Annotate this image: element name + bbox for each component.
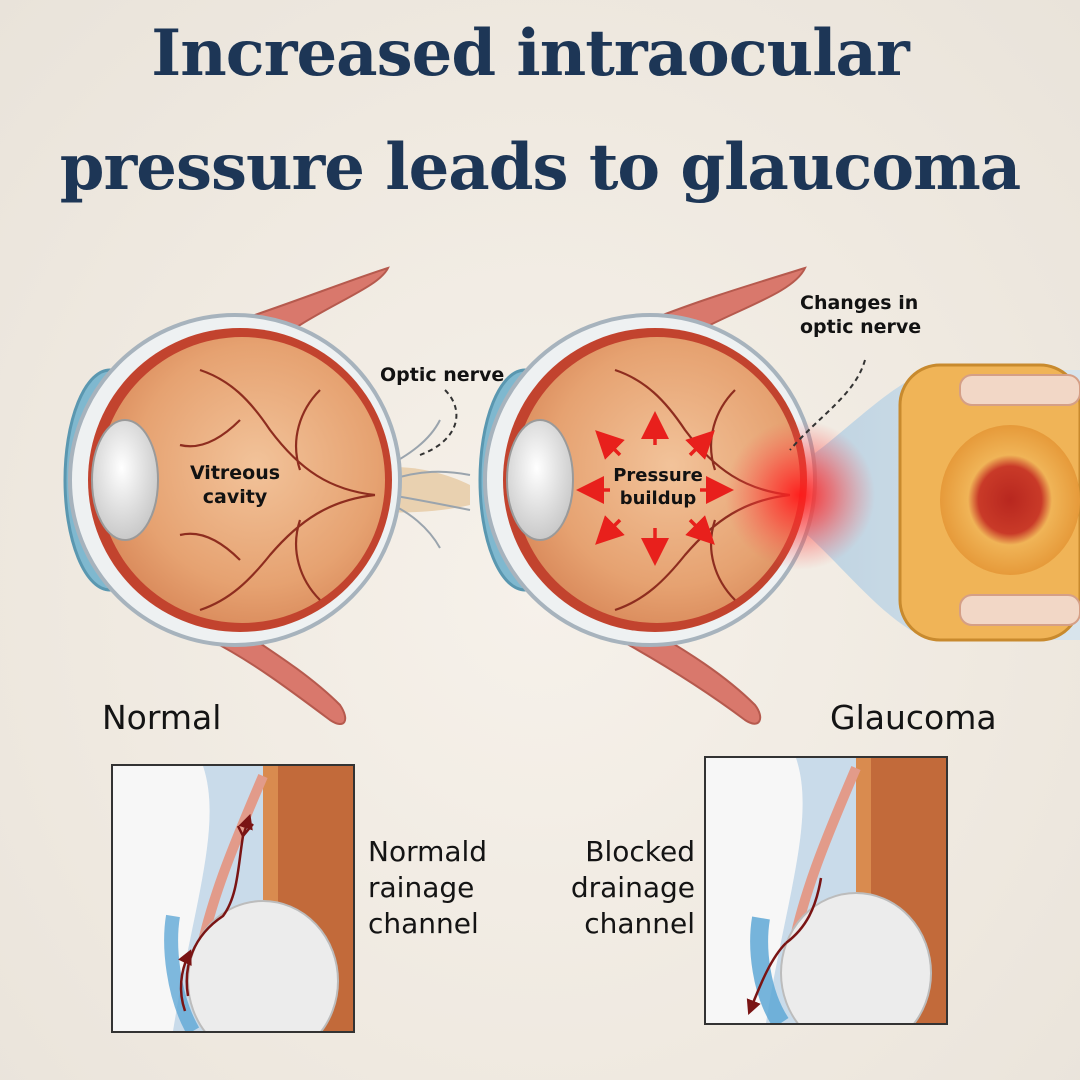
pressure-arrow-downleft bbox=[595, 515, 625, 545]
glaucoma-caption: Glaucoma bbox=[830, 698, 997, 737]
optic-nerve-leader bbox=[419, 389, 458, 456]
normal-drainage-drawing bbox=[113, 766, 353, 1031]
vitreous-cavity-label: Vitreous cavity bbox=[180, 462, 290, 510]
optic-nerve-label: Optic nerve bbox=[380, 364, 505, 386]
blocked-drainage-drawing bbox=[706, 758, 946, 1023]
vitreous-line-2: cavity bbox=[202, 485, 268, 508]
optic-nerve-fibers bbox=[379, 419, 471, 549]
muscle-bottom-2 bbox=[617, 628, 762, 725]
vitreous-line-1: Vitreous bbox=[189, 462, 281, 484]
vitreous-body-2 bbox=[514, 337, 800, 623]
pressure-arrow-downright bbox=[685, 515, 715, 545]
blocked-drainage-line-2: drainage bbox=[570, 871, 695, 904]
lens bbox=[91, 419, 159, 541]
normal-drainage-line-3: channel bbox=[368, 907, 479, 940]
title-line-2: pressure leads to glaucoma bbox=[59, 130, 1022, 205]
blocked-drainage-line-1: Blocked bbox=[585, 835, 695, 868]
pressure-buildup-label: Pressure buildup bbox=[598, 465, 718, 510]
normal-caption: Normal bbox=[102, 698, 222, 737]
optic-disc-glow bbox=[725, 420, 875, 570]
normal-drainage-inset bbox=[111, 764, 355, 1033]
changes-leader bbox=[789, 359, 866, 451]
changes-line-2: optic nerve bbox=[800, 315, 922, 338]
changes-optic-nerve-label: Changes in optic nerve bbox=[800, 292, 940, 340]
vitreous-body bbox=[99, 337, 385, 623]
pressure-arrows bbox=[576, 411, 734, 566]
normal-drainage-line-1: Normald bbox=[368, 835, 488, 868]
glaucoma-eye bbox=[478, 266, 1080, 725]
pressure-arrow-upright bbox=[685, 430, 715, 460]
nerve-sheath-top bbox=[959, 374, 1080, 406]
lens-2 bbox=[506, 419, 574, 541]
normal-eye bbox=[63, 266, 471, 725]
blocked-drainage-inset bbox=[704, 756, 948, 1025]
retinal-vessels bbox=[179, 368, 376, 612]
title-line-1: Increased intraocular bbox=[151, 16, 909, 91]
normal-drainage-line-2: rainage bbox=[368, 871, 475, 904]
nerve-sheath-bottom bbox=[959, 594, 1080, 626]
pressure-line-1: Pressure bbox=[613, 465, 703, 486]
blocked-drainage-line-3: channel bbox=[584, 907, 695, 940]
muscle-bottom bbox=[207, 628, 347, 725]
pressure-line-2: buildup bbox=[619, 487, 697, 509]
pressure-arrow-upleft bbox=[595, 430, 625, 460]
blocked-drainage-label: Blocked drainage channel bbox=[530, 834, 695, 942]
nerve-core bbox=[940, 425, 1080, 575]
normal-drainage-label: Normald rainage channel bbox=[368, 834, 538, 942]
changes-line-1: Changes in bbox=[800, 292, 919, 314]
retinal-vessels-2 bbox=[614, 368, 791, 612]
